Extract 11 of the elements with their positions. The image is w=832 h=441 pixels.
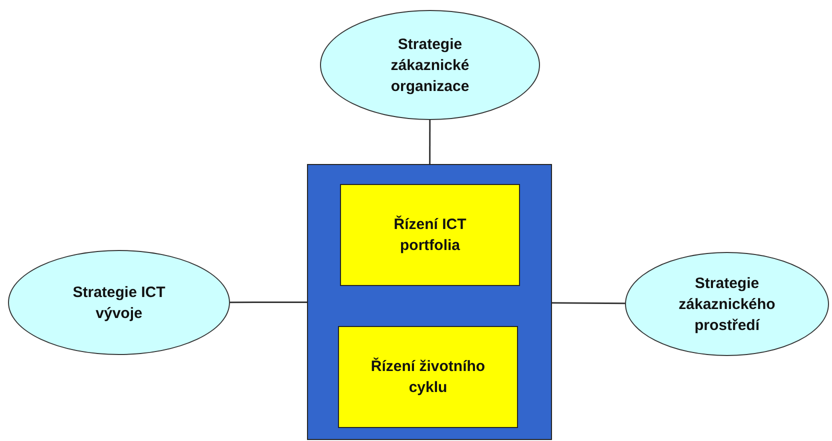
- connector-line: [552, 302, 626, 304]
- process-box: [340, 184, 520, 286]
- node-label: Strategie zákaznického prostředí: [678, 274, 776, 336]
- connector-line: [230, 301, 307, 304]
- node-label: Strategie zákaznické organizace: [390, 34, 470, 96]
- process-box: [338, 326, 518, 428]
- node-label: Strategie ICT vývoje: [72, 282, 166, 324]
- connector-line: [429, 120, 431, 164]
- node-label: Řízení životního cyklu: [370, 356, 486, 398]
- group-box: [307, 164, 552, 440]
- node-label: Řízení ICT portfolia: [392, 214, 468, 256]
